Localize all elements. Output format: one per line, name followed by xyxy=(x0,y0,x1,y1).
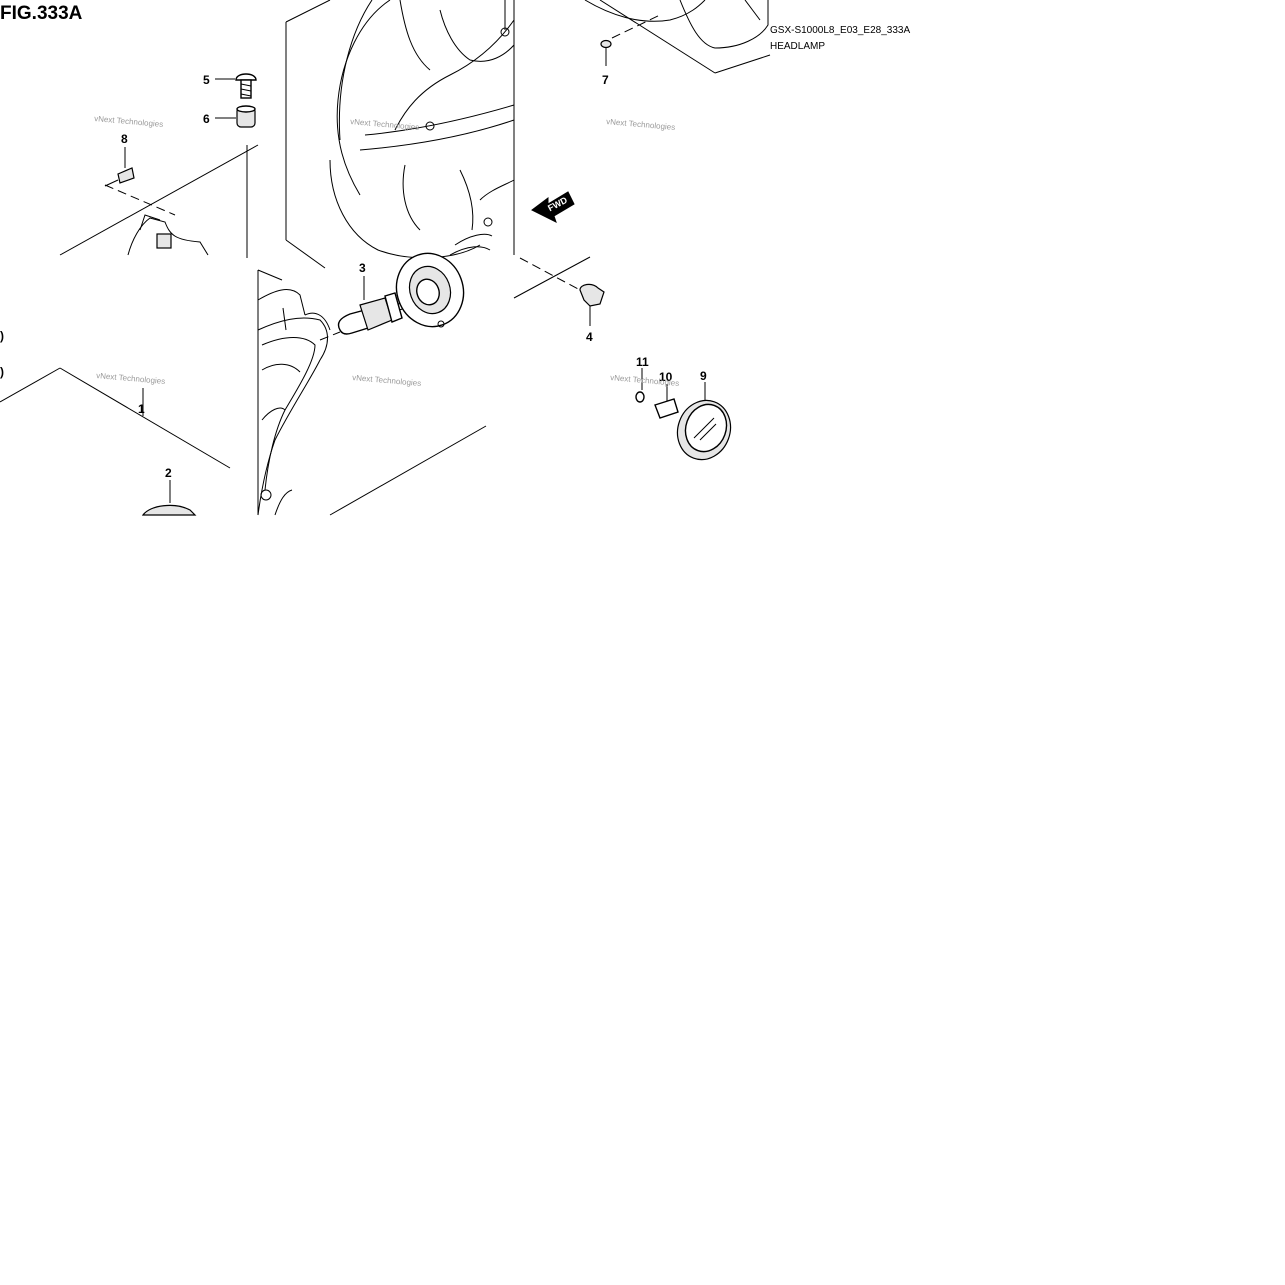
part-6-bushing: 6 xyxy=(203,105,256,128)
watermark: vNext Technologies xyxy=(352,373,422,388)
headlamp-housing-drawing xyxy=(285,0,515,269)
part-10-bolt: 10 xyxy=(654,370,679,419)
upper-left-panel xyxy=(59,144,259,258)
edge-mark-b: ) xyxy=(0,365,4,379)
part-9-cap: 9 xyxy=(676,369,732,461)
part-8-screw: 8 xyxy=(104,132,135,187)
figure-code: GSX-S1000L8_E03_E28_333A xyxy=(770,25,910,36)
callout-2: 2 xyxy=(165,466,172,480)
bulb-socket-ring xyxy=(395,233,493,328)
part-7-grommet: 7 xyxy=(600,39,612,87)
part-2-position-lamp: 2 xyxy=(141,466,197,516)
part-3-bulb: 3 xyxy=(319,261,407,341)
part-5-screw: 5 xyxy=(203,73,257,99)
callout-11: 11 xyxy=(636,355,649,369)
watermarks: vNext Technologies vNext Technologies vN… xyxy=(94,114,680,388)
callout-1: 1 xyxy=(138,402,145,416)
callout-8: 8 xyxy=(121,132,128,146)
fairing-piece-drawing xyxy=(584,0,771,74)
callout-7: 7 xyxy=(602,73,609,87)
watermark: vNext Technologies xyxy=(606,117,676,132)
edge-mark-a: ) xyxy=(0,329,4,343)
part-11-washer: 11 xyxy=(635,355,649,403)
figure-title: FIG.333A xyxy=(0,3,83,24)
watermark: vNext Technologies xyxy=(94,114,164,129)
callout-3: 3 xyxy=(359,261,366,275)
lower-center-panel xyxy=(257,269,487,516)
figure-name: HEADLAMP xyxy=(770,41,825,52)
lower-left-panel: ) ) 1 xyxy=(0,329,231,469)
callout-10: 10 xyxy=(659,370,673,384)
callout-4: 4 xyxy=(586,330,593,344)
callout-6: 6 xyxy=(203,112,210,126)
watermark: vNext Technologies xyxy=(96,371,166,386)
callout-9: 9 xyxy=(700,369,707,383)
forward-direction-arrow: FWD xyxy=(531,191,575,223)
part-4-bulb-pilot: 4 xyxy=(513,256,605,344)
callout-5: 5 xyxy=(203,73,210,87)
watermark: vNext Technologies xyxy=(350,117,420,132)
